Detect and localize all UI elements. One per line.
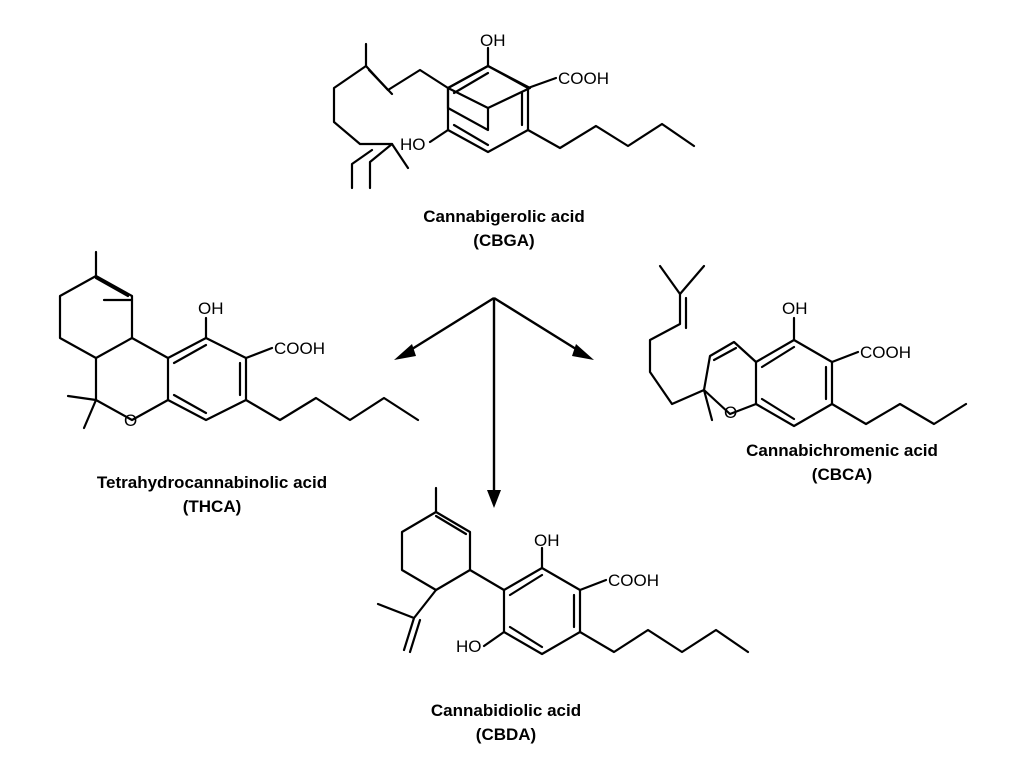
cbga-ho-label: HO (400, 135, 426, 154)
cbga-oh-label: OH (480, 31, 506, 50)
cbga-cooh-label: COOH (558, 69, 609, 88)
cbca-abbr: (CBCA) (812, 465, 872, 484)
cbga-structure (332, 42, 696, 190)
cbga-abbr: (CBGA) (473, 231, 534, 250)
thca-structure (58, 250, 420, 430)
thca-abbr: (THCA) (183, 497, 242, 516)
cbda-name: Cannabidiolic acid (431, 701, 581, 720)
cbda-abbr: (CBDA) (476, 725, 536, 744)
reaction-arrows (394, 296, 594, 508)
cbca-cooh-label: COOH (860, 343, 911, 362)
cbda-ho-label: HO (456, 637, 482, 656)
thca-name: Tetrahydrocannabinolic acid (97, 473, 327, 492)
cbca-structure (648, 264, 968, 428)
cbda-oh-label: OH (534, 531, 560, 550)
cbga-name: Cannabigerolic acid (423, 207, 585, 226)
cbca-name: Cannabichromenic acid (746, 441, 938, 460)
thca-oh-label: OH (198, 299, 224, 318)
cbda-cooh-label: COOH (608, 571, 659, 590)
cbca-o-label: O (724, 403, 737, 422)
cbda-structure (376, 486, 750, 656)
cbca-oh-label: OH (782, 299, 808, 318)
thca-o-label: O (124, 411, 137, 430)
thca-cooh-label: COOH (274, 339, 325, 358)
